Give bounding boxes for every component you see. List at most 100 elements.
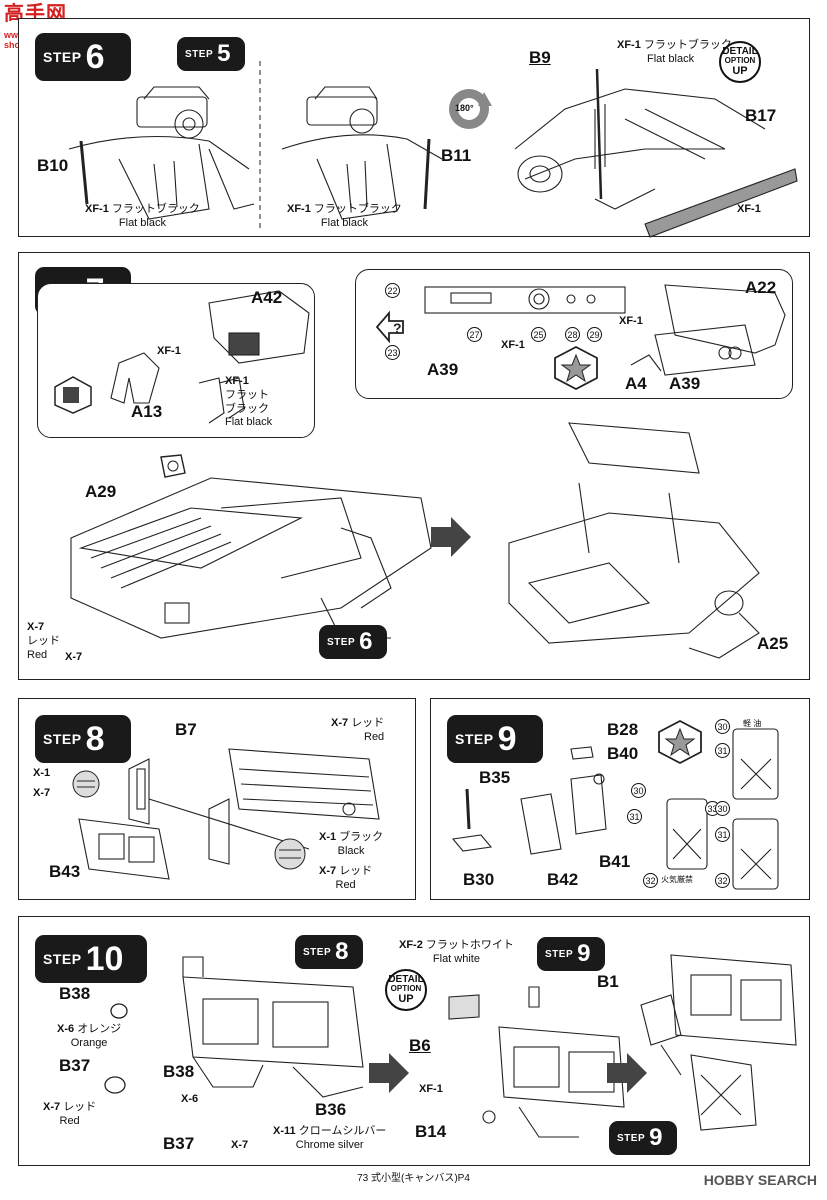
step7-seat-illustration [110,290,310,424]
step6-part-b11: B11 [441,146,472,165]
step8-x7-left: X-7 [33,787,51,799]
step6-chassis-left-illustration [68,86,255,220]
step8-part-b7: B7 [175,720,197,739]
step7-part-a25: A25 [757,634,789,653]
step10-paint-white: XF-2 フラットホワイト Flat white [399,939,514,965]
step6-detail-up-badge: DETAIL OPTION UP [719,41,761,83]
step6-paint-b17: XF-1 [737,203,761,215]
step9-decal-text-a: 軽 油 [743,719,762,728]
step10-part-b14: B14 [415,1122,447,1141]
step9-decal-30a: 30 [715,719,730,734]
step10-part-b1: B1 [597,972,619,991]
step8-part-b43: B43 [49,862,81,881]
step7-part-a22: A22 [745,278,777,297]
step9-decal-31c: 31 [715,827,730,842]
step10-x6: X-6 [181,1093,199,1105]
step7-paint-a13: XF-1 フラット ブラック Flat black [225,375,273,429]
step7-panel-parts-illustration [630,284,786,376]
hobby-search-text: HOBBY SEARCH [703,1172,817,1188]
page-footer: 73 式小型(キャンバス)P4 [357,1173,470,1184]
step9-decal-32b: 32 [715,873,730,888]
step8-detail-circle-left [72,770,100,798]
step7-decal-22: 22 [385,283,400,298]
step7-part-a4: A4 [625,374,647,393]
step7-inset-left [37,283,315,438]
step9-decal-31b: 31 [627,809,642,824]
step10-mid-body-illustration [448,986,625,1138]
step6-chassis-right-illustration [514,68,798,238]
step10-final-body-illustration [640,954,797,1131]
step7-body-right-illustration [508,422,760,659]
step9-decal-31a: 31 [715,743,730,758]
step6-paint-left: XF-1 フラットブラック Flat black [85,203,200,229]
step6-part-b17: B17 [745,106,777,125]
step10-x7: X-7 [231,1139,249,1151]
step7-rotate-icon: ? [375,310,404,344]
step8-paint-black: X-1 ブラック Black [319,831,384,857]
step8-x1-left: X-1 [33,767,51,779]
rotate-180-icon [449,89,492,129]
step10-paint-red: X-7 レッド Red [43,1101,97,1127]
step10-xf1: XF-1 [419,1083,443,1095]
svg-text:?: ? [393,320,402,336]
step10-paint-orange: X-6 オレンジ Orange [57,1023,122,1049]
step8-paint-red: X-7 レッド Red [319,865,373,891]
step10-part-b38-mid: B38 [163,1062,195,1081]
step6-paint-mid: XF-1 フラットブラック Flat black [287,203,402,229]
step9-part-b40: B40 [607,744,639,763]
step8-paint-top: X-7 レッド Red [331,717,385,743]
step7-decal-star-icon [554,345,598,391]
step7-part-a13: A13 [131,402,163,421]
step7-decal-28: 28 [565,327,580,342]
step7-part-a39-right: A39 [669,374,701,393]
step10-paint-chrome: X-11 クロームシルバー Chrome silver [273,1125,387,1151]
step9-part-b28: B28 [607,720,639,739]
step9-can-decal-illustration [666,728,779,890]
step10-part-b36: B36 [315,1100,347,1119]
step7-cement-icon [54,376,92,414]
step10-part-b38-top: B38 [59,984,91,1003]
step10-detail-up-badge: DETAIL OPTION UP [385,969,427,1011]
step7-part-a29: A29 [85,482,117,501]
step9-decal-32a: 32 [643,873,658,888]
step7-decal-27: 27 [467,327,482,342]
hobby-search-logo: HOBBY SEARCH [704,1172,817,1188]
step9-jerrycan-illustration [451,746,607,855]
step9-decal-30b: 30 [631,783,646,798]
step10-part-b37-top: B37 [59,1056,91,1075]
step9-decal-30c: 30 [715,801,730,816]
step10-arrow-1 [369,1053,409,1093]
step9-part-b35: B35 [479,768,511,787]
step6-divider [259,61,261,231]
step7-paint-red: X-7 レッド Red [27,621,60,661]
step9-decal-star-icon [658,719,702,765]
step7-direction-arrow [431,517,471,557]
step9-part-b41: B41 [599,852,631,871]
step9-part-b42: B42 [547,870,579,889]
step6-chassis-mid-illustration [281,86,443,220]
step6-rotate-label: 180° [455,103,474,113]
step7-x7-b: X-7 [65,651,83,663]
step6-part-b9: B9 [529,48,551,67]
step10-lens-red [104,1076,126,1094]
step10-arrow-2 [607,1053,647,1093]
step10-part-b37-mid: B37 [163,1134,195,1153]
step9-decal-text-b: 火気厳禁 [661,875,693,884]
step7-xf1-a4: XF-1 [619,315,643,327]
step7-part-a39-top: A39 [427,360,459,379]
step10-rear-body-illustration [182,956,364,1098]
step7-decal-23: 23 [385,345,400,360]
step7-dashboard-illustration [424,286,626,314]
step10-lens-orange [110,1003,128,1019]
